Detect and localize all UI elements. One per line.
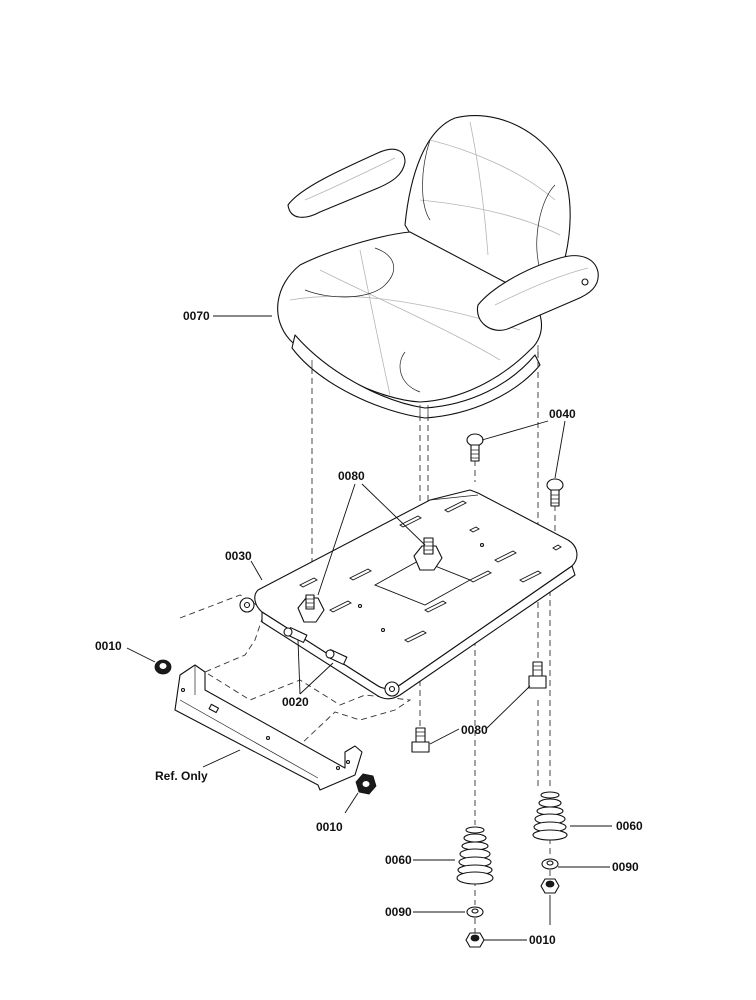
label-washer-left: 0090 (385, 905, 412, 919)
seat-pan (239, 489, 578, 700)
nut-right (355, 773, 377, 795)
label-bracket-ref: Ref. Only (155, 769, 208, 783)
washer-right (541, 858, 559, 870)
label-seat-pan: 0030 (225, 549, 252, 563)
pivot-pin-2 (325, 649, 348, 665)
label-nut-bottom-right: 0010 (529, 933, 556, 947)
spring-left (456, 826, 494, 885)
leader-lines (126, 315, 612, 941)
nut-bottom-left (465, 932, 485, 948)
reference-bracket (174, 664, 363, 791)
label-nut-left: 0010 (95, 639, 122, 653)
carriage-bolt-2 (546, 478, 564, 507)
label-pivot-pins: 0020 (282, 695, 309, 709)
washer-left (466, 906, 484, 918)
label-nut-right: 0010 (316, 820, 343, 834)
spring-right (532, 791, 568, 841)
nut-bottom-right (540, 878, 560, 894)
label-carriage-bolts: 0040 (549, 407, 576, 421)
label-washer-right: 0090 (612, 860, 639, 874)
pivot-pin-1 (283, 627, 308, 643)
callout-labels: 0070 0040 0080 0030 0020 0080 0010 Ref. … (95, 309, 643, 947)
lower-bolt-2 (528, 661, 547, 689)
bushing-center (413, 537, 443, 571)
seat (277, 115, 599, 419)
label-spring-left: 0060 (385, 853, 412, 867)
label-seat: 0070 (183, 309, 210, 323)
carriage-bolt-1 (466, 433, 484, 462)
label-bushings: 0080 (338, 469, 365, 483)
label-lower-bolts: 0080 (461, 723, 488, 737)
label-spring-right: 0060 (616, 819, 643, 833)
lower-bolt-1 (411, 727, 430, 753)
nut-left (154, 659, 172, 675)
bushing-left (297, 594, 325, 623)
